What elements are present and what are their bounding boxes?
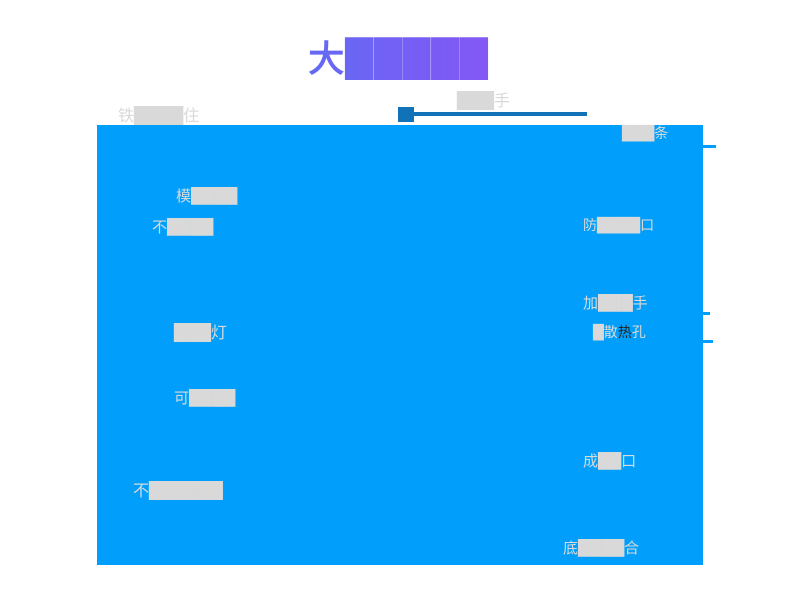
callout-handle: ███手 <box>457 91 510 110</box>
edge-tick-top <box>703 145 716 148</box>
leader-line <box>412 112 587 116</box>
callout-top-right: ███条 <box>622 126 669 142</box>
callout-night-lamp: ███灯 <box>174 323 227 342</box>
callout-top-left: 铁████住 <box>118 106 200 125</box>
edge-tick-middle <box>703 312 710 315</box>
vent-label-dark-part: 热 <box>617 325 632 341</box>
callout-vent-holes: █散热孔 <box>593 325 646 341</box>
callout-adjustable: 可████ <box>174 389 236 407</box>
callout-bottom-left: 不██████ <box>133 481 223 500</box>
page-title: 大█████ <box>0 30 797 82</box>
vent-label-tail-part: 孔 <box>631 325 646 341</box>
vent-label-gray-part: █散 <box>593 325 618 341</box>
leader-square-marker <box>398 107 414 122</box>
callout-bottom-port: 成██口 <box>583 452 637 470</box>
callout-waterproof-port: 防████口 <box>583 218 655 234</box>
edge-tick-lower <box>703 340 713 343</box>
callout-no-harm: 不████ <box>152 218 214 236</box>
callout-reinforced-handle: 加███手 <box>583 294 648 312</box>
callout-simulate: 模████ <box>176 187 238 205</box>
product-image-placeholder <box>97 125 703 565</box>
callout-bottom-right: 底████合 <box>563 539 640 557</box>
